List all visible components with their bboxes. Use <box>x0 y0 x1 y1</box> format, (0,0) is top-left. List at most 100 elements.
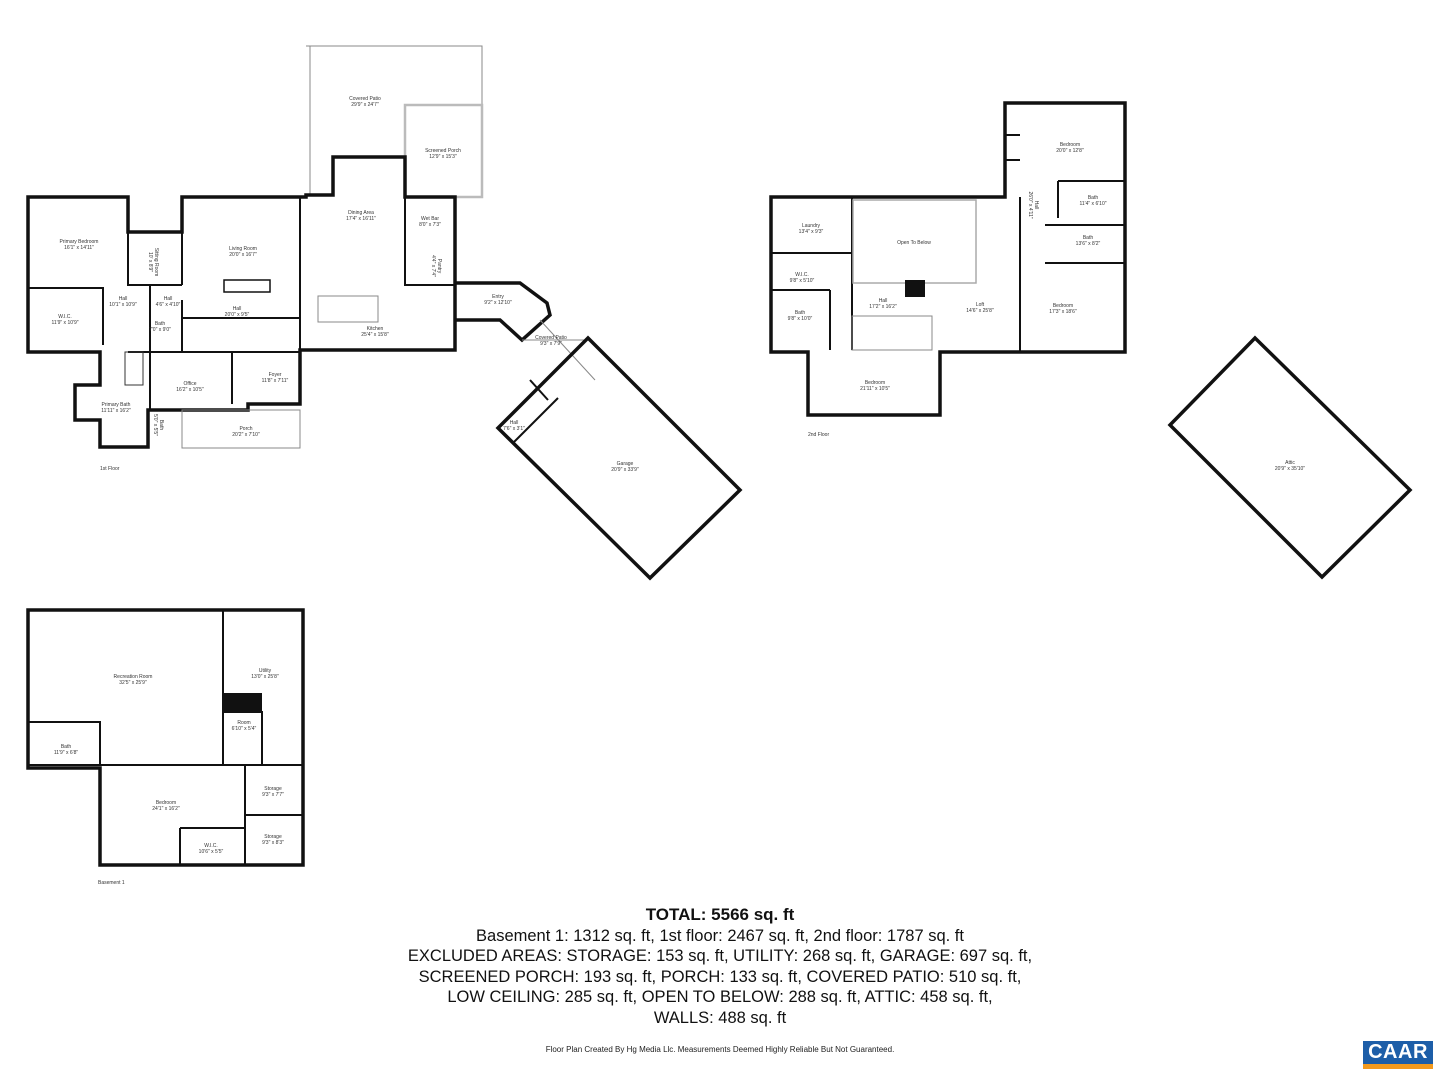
room-dimensions: 11'11" x 16'2" <box>101 408 131 414</box>
room-dimensions: 7'0" x 9'0" <box>149 327 171 333</box>
room-dimensions: 20'0" x 16'7" <box>229 252 257 258</box>
room-name: Garage <box>617 461 634 467</box>
room-dimensions: 4'6" x 4'10" <box>156 302 181 308</box>
room-name: W.I.C. <box>58 314 72 320</box>
room-dimensions: 25'4" x 15'8" <box>361 332 389 338</box>
attic-walls <box>1167 335 1413 580</box>
room-dimensions: 10'6" x 5'5" <box>199 849 224 855</box>
room-dimensions: 14'6" x 25'8" <box>966 308 994 314</box>
chimney <box>224 693 262 712</box>
entry-walls <box>455 281 552 343</box>
first-floor-plan <box>26 45 743 581</box>
room-name: Open To Below <box>897 240 931 246</box>
logo-strip <box>1363 1064 1433 1069</box>
room-name: Living Room <box>229 246 257 252</box>
room-name: Wet Bar <box>421 216 439 222</box>
room-name: Bath <box>155 321 166 327</box>
total-area: TOTAL: 5566 sq. ft <box>645 905 795 924</box>
room-dimensions: 9'2" x 12'10" <box>484 300 512 306</box>
credit-text: Floor Plan Created By Hg Media Llc. Meas… <box>545 1045 895 1054</box>
room-name: Bath <box>61 744 72 750</box>
room-dimensions: 9'8" x 10'0" <box>788 316 813 322</box>
room-name: Hall <box>233 306 242 312</box>
room-dimensions: 20'9" x 33'9" <box>611 467 639 473</box>
room-dimensions: 9'8" x 5'10" <box>790 278 815 284</box>
room-dimensions: 13'4" x 9'3" <box>799 229 824 235</box>
room-name: Bedroom <box>156 800 176 806</box>
room-label: W.I.C.9'8" x 5'10" <box>790 272 815 284</box>
room-dimensions: 4'4" x 7'4" <box>430 255 436 277</box>
room-dimensions: 8'0" x 7'3" <box>419 222 441 228</box>
room-dimensions: 17'4" x 16'11" <box>346 216 376 222</box>
room-dimensions: 17'3" x 18'6" <box>1049 309 1077 315</box>
room-dimensions: 20'0" x 9'5" <box>225 312 250 318</box>
shower <box>124 351 144 386</box>
chimney <box>905 280 925 297</box>
second-floor-plan <box>769 101 1413 580</box>
kitchen-island <box>317 295 379 323</box>
room-dimensions: 6'10" x 5'4" <box>232 726 257 732</box>
room-name: Bath <box>795 310 806 316</box>
porch-outline <box>181 409 301 449</box>
room-name: Loft <box>976 302 985 308</box>
room-name: Room <box>237 720 250 726</box>
covered-patio-outline <box>306 45 483 195</box>
room-name: W.I.C. <box>795 272 809 278</box>
room-name: Kitchen <box>367 326 384 332</box>
room-name: Foyer <box>269 372 282 378</box>
room-name: Covered Patio <box>349 96 381 102</box>
summary-line: Basement 1: 1312 sq. ft, 1st floor: 2467… <box>476 926 964 945</box>
room-dimensions: 12'9" x 15'3" <box>429 154 457 160</box>
room-name: Attic <box>1285 460 1295 466</box>
room-dimensions: 20'0" x 12'8" <box>1056 148 1084 154</box>
room-dimensions: 20'9" x 35'10" <box>1275 466 1305 472</box>
room-name: Sitting Room <box>153 248 159 277</box>
room-name: Pantry <box>436 259 442 274</box>
room-name: Hall <box>879 298 888 304</box>
room-dimensions: 7'6" x 3'1" <box>503 426 525 432</box>
covered-patio-2-outline <box>522 319 596 381</box>
room-name: Primary Bedroom <box>60 239 99 245</box>
room-name: Recreation Room <box>114 674 153 680</box>
summary-line: EXCLUDED AREAS: STORAGE: 153 sq. ft, UTI… <box>407 947 1033 965</box>
room-dimensions: 21'11" x 10'5" <box>860 386 890 392</box>
room-name: Entry <box>492 294 504 300</box>
floor-label: 2nd Floor <box>808 432 829 438</box>
room-dimensions: 11'9" x 6'8" <box>54 750 78 756</box>
room-label: W.I.C.11'9" x 10'9" <box>51 314 78 326</box>
basement-plan <box>26 608 305 867</box>
room-name: Dining Area <box>348 210 374 216</box>
room-name: Laundry <box>802 223 821 229</box>
room-dimensions: 20'2" x 7'10" <box>232 432 260 438</box>
room-dimensions: 16'1" x 14'11" <box>64 245 94 251</box>
room-name: Hall <box>119 296 128 302</box>
